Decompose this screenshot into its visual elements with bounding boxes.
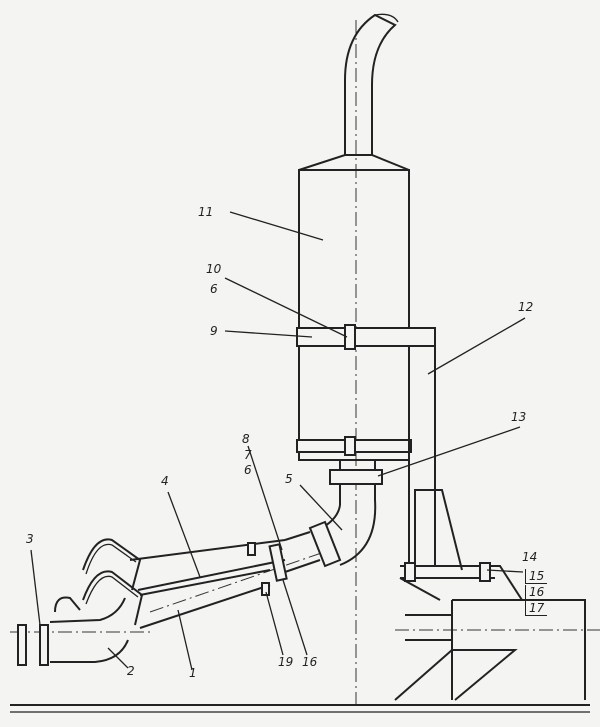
bolt-left: [404, 562, 416, 582]
label-4: 4: [161, 474, 169, 488]
manifold-upper: [82, 538, 142, 591]
label-16-box: 16: [525, 585, 547, 600]
frame-gusset: [394, 649, 518, 701]
label-6-lower: 6: [244, 463, 252, 477]
leader-lines: [30, 211, 526, 671]
bracket-plate: [408, 328, 436, 565]
flange-3b: [39, 624, 49, 666]
label-9: 9: [210, 324, 218, 338]
manifold-lower-inner: [85, 575, 139, 605]
bolt-14: [479, 562, 491, 582]
label-19: 19: [278, 655, 294, 669]
elbow-sleeve: [308, 520, 342, 568]
pipe-joint: [284, 531, 321, 573]
label-2: 2: [127, 664, 135, 678]
clamp-13: [329, 469, 383, 485]
pipe-1: [139, 569, 271, 629]
label-17: 17: [525, 601, 547, 616]
muffler-cone: [298, 154, 410, 171]
label-6-upper: 6: [210, 282, 218, 296]
support-post: [414, 489, 463, 571]
pipe-4: [129, 539, 286, 591]
label-8: 8: [242, 432, 250, 446]
frame-stub: [405, 614, 452, 641]
muffler-body: [298, 169, 410, 461]
label-5: 5: [285, 472, 293, 486]
clamp-bolt-upper: [344, 324, 356, 350]
label-7: 7: [244, 448, 252, 462]
clamp-band-upper: [296, 327, 436, 347]
manifold-upper-inner: [85, 543, 137, 575]
label-14: 14: [522, 550, 538, 564]
clamp-19: [261, 582, 270, 596]
label-1: 1: [189, 666, 197, 680]
inlet-pipe: [49, 597, 129, 663]
label-3: 3: [26, 532, 34, 546]
inlet-stub: [54, 596, 81, 613]
label-16: 16: [302, 655, 318, 669]
clamp-bolt-lower: [344, 436, 356, 456]
label-10: 10: [206, 262, 222, 276]
label-12: 12: [518, 300, 534, 314]
label-13: 13: [511, 410, 527, 424]
label-11: 11: [198, 205, 214, 219]
flange-16: [268, 543, 288, 582]
flange-3a: [17, 624, 27, 666]
label-15: 15: [525, 569, 547, 584]
manifold-lower: [82, 570, 144, 626]
clamp-8: [247, 542, 256, 556]
tail-pipe-opening: [374, 13, 399, 23]
pipe-centerline: [149, 549, 331, 613]
tail-pipe: [344, 13, 397, 155]
